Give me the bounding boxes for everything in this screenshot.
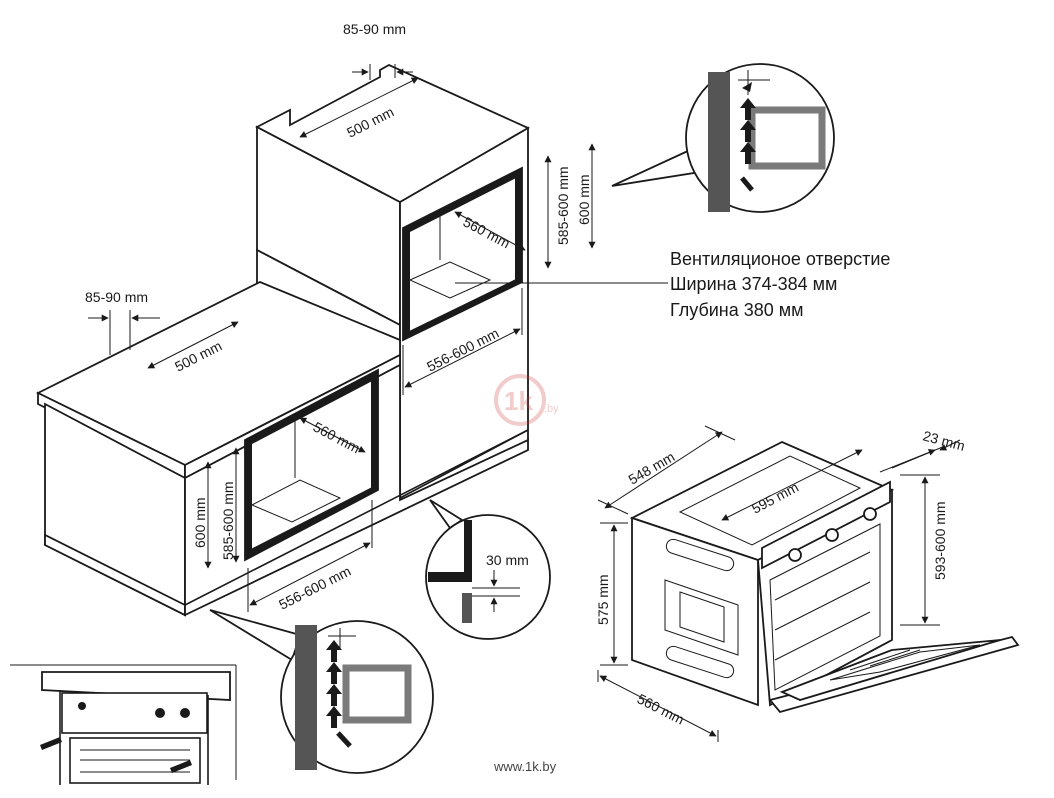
oven-knob-1 [788,548,802,562]
oven-height-range-label: 593-600 mm [932,501,948,580]
watermark: 1k .by [494,374,559,426]
watermark-logo: 1k [504,386,533,416]
oven-front-label: 23 mm [921,427,966,454]
ventilation-note-line2: Ширина 374-384 мм [670,274,837,294]
screw-right-icon [170,760,192,773]
bottom-width-label: 556-600 mm [276,563,353,613]
oven-body-height-label: 575 mm [595,574,611,625]
screw-left-icon [40,737,62,750]
bottom-height-label: 600 mm [192,497,208,548]
plinth-section [428,520,472,582]
bottom-wall-section [295,625,317,770]
plinth-gap-label: 30 mm [486,552,529,568]
top-height-range-label: 585-600 mm [555,166,571,245]
oven-side [631,516,759,707]
oven-knob-2 [825,528,839,542]
top-gap-label: 85-90 mm [343,21,406,37]
ventilation-callout: Вентиляционое отверстие Ширина 374-384 м… [455,249,890,320]
watermark-domain: .by [544,403,559,415]
source-caption: www.1k.by [493,759,557,774]
ventilation-note-line1: Вентиляционое отверстие [670,249,890,269]
oven-body-depth-label: 560 mm [635,690,687,727]
oven-knob-3 [863,507,877,521]
bottom-height-range-label: 585-600 mm [220,481,236,560]
bottom-airflow-detail [209,609,434,774]
top-wall-section [708,72,730,212]
oven-depth-label: 548 mm [626,448,678,487]
bottom-gap-label: 85-90 mm [85,289,148,305]
top-oven-section [748,106,826,170]
oven [629,441,1020,714]
plinth-detail: 30 mm [425,499,551,640]
bottom-oven-section [342,664,412,724]
ventilation-note-line3: Глубина 380 мм [670,300,804,320]
oven-mounting-detail [10,664,237,785]
top-height-label: 600 mm [576,174,592,225]
top-airflow-detail [611,63,835,213]
